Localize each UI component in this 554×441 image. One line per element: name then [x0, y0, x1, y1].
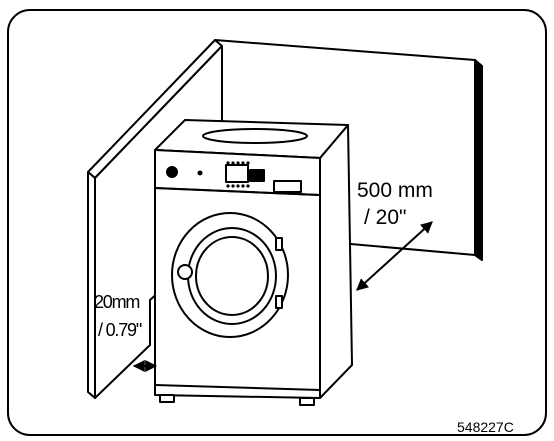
program-knob-icon — [166, 166, 178, 178]
figure-reference-code: 548227C — [457, 419, 514, 435]
door-handle-icon — [177, 264, 193, 280]
side-clearance-in-label: / 0.79" — [98, 320, 142, 340]
washing-machine — [154, 119, 353, 406]
back-clearance-arrow — [356, 221, 433, 291]
back-clearance-in-label: / 20" — [364, 206, 407, 229]
detergent-drawer-icon — [273, 180, 302, 193]
side-clearance-mm-label: 20mm — [94, 292, 140, 312]
display-icon — [225, 164, 249, 183]
back-clearance-mm-label: 500 mm — [357, 179, 433, 202]
